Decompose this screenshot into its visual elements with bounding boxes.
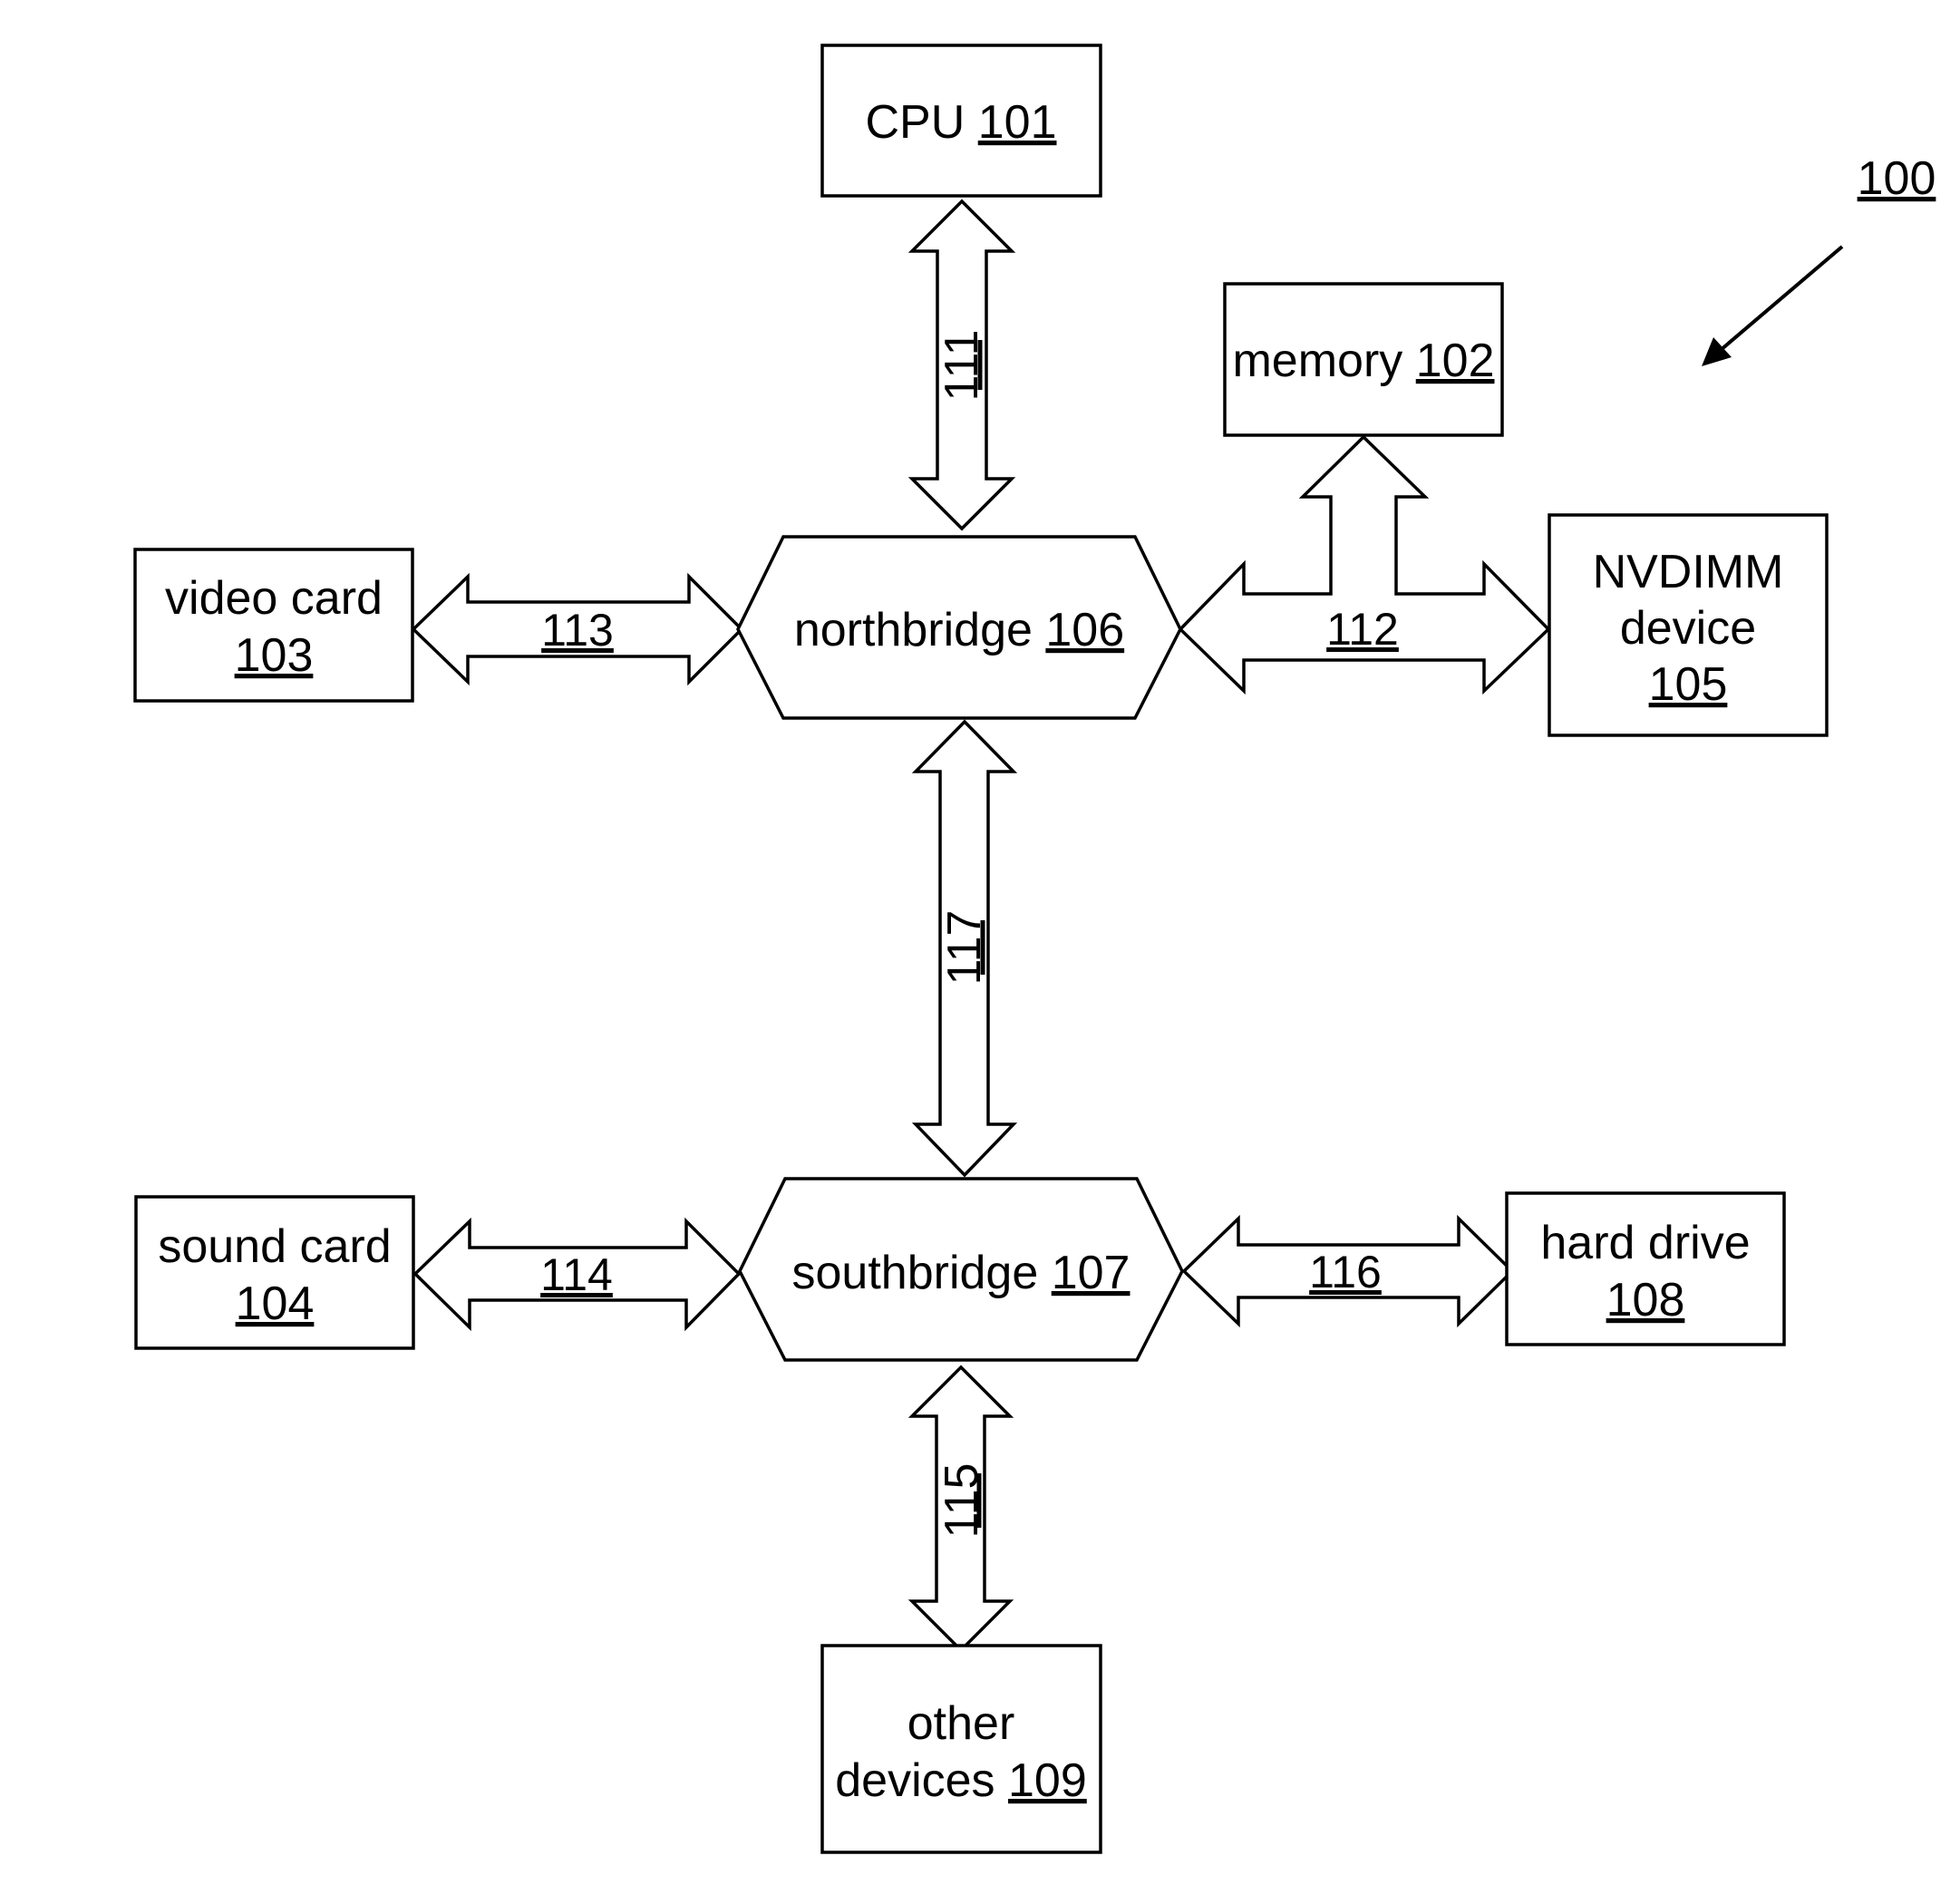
figure-pointer-line: [1721, 247, 1842, 350]
southbridge-name: southbridge: [792, 1247, 1039, 1299]
nvdimm-ref: 105: [1649, 658, 1728, 711]
bus-116-label: 116: [1309, 1247, 1382, 1297]
hard-drive-ref: 108: [1606, 1274, 1685, 1326]
bus-112-label: 112: [1326, 604, 1399, 655]
bus-117-label: 117: [938, 910, 991, 986]
southbridge-label: southbridge 107: [792, 1247, 1130, 1299]
bus-114-label: 114: [540, 1249, 613, 1300]
bus-111-label: 111: [936, 329, 988, 401]
sound-card-ref: 104: [236, 1277, 315, 1330]
northbridge-name: northbridge: [794, 604, 1033, 656]
other-devices-name-line1: other: [907, 1697, 1015, 1750]
sound-card-name: sound card: [158, 1220, 391, 1273]
figure-pointer-arrowhead: [1702, 337, 1732, 366]
memory-label: memory 102: [1232, 335, 1494, 387]
other-devices-label-line2: devices 109: [835, 1754, 1087, 1807]
hard-drive-name: hard drive: [1540, 1217, 1750, 1269]
southbridge-ref: 107: [1052, 1247, 1130, 1299]
nvdimm-name-line1: NVDIMM: [1593, 546, 1784, 598]
video-card-name: video card: [165, 572, 383, 625]
video-card-ref: 103: [235, 629, 314, 682]
bus-115-label: 115: [936, 1463, 988, 1539]
other-devices-ref: 109: [1008, 1754, 1087, 1807]
northbridge-ref: 106: [1045, 604, 1124, 656]
bus-113-label: 113: [541, 605, 614, 656]
cpu-ref: 101: [978, 96, 1057, 149]
cpu-label: CPU 101: [865, 96, 1056, 149]
memory-ref: 102: [1416, 335, 1495, 387]
cpu-name: CPU: [865, 96, 965, 149]
northbridge-label: northbridge 106: [794, 604, 1124, 656]
figure-reference-number: 100: [1858, 152, 1936, 205]
memory-name: memory: [1232, 335, 1402, 387]
nvdimm-name-line2: device: [1620, 602, 1756, 655]
other-devices-name-line2: devices: [835, 1754, 995, 1807]
